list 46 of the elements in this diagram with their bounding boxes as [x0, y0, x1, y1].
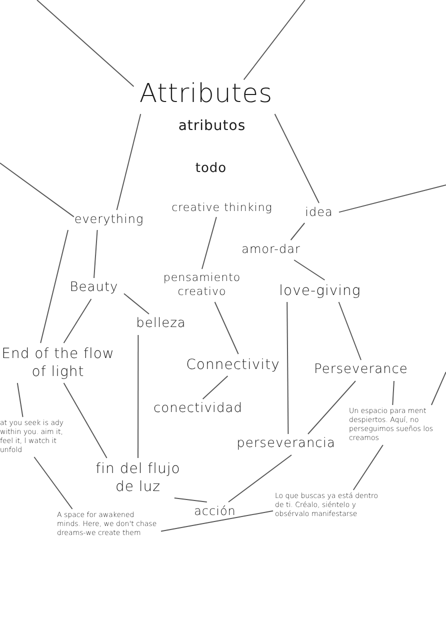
connector-line [290, 222, 306, 240]
connector-line [294, 260, 326, 280]
concept-text: atributos [177, 118, 247, 134]
connector-line [202, 216, 217, 270]
concept-text: Perseverance [306, 362, 416, 379]
concept-text: End of the flow of light [0, 345, 116, 382]
connector-line [308, 380, 356, 434]
connector-line [138, 334, 139, 458]
connector-line [0, 162, 74, 218]
connector-line [36, 0, 134, 87]
connector-line [63, 298, 92, 344]
connector-line [16, 382, 24, 418]
concept-text: fin del flujo de luz [86, 460, 190, 496]
concept-text: idea [301, 205, 337, 221]
connector-line [116, 114, 142, 210]
concept-text: amor-dar [238, 242, 304, 258]
concept-text: pensamiento creativo [138, 271, 266, 300]
connector-line [63, 382, 108, 458]
connector-line [338, 302, 362, 360]
connector-line [202, 376, 228, 400]
connector-line [34, 456, 73, 510]
title-text: Attributes [120, 78, 292, 112]
connector-line [338, 184, 446, 213]
concept-text: creative thinking [166, 201, 278, 216]
connector-line [214, 302, 239, 354]
connector-line [94, 230, 98, 278]
connector-line [430, 372, 446, 406]
concept-text: todo [194, 161, 228, 176]
connector-line [243, 0, 306, 80]
concept-text: everything [70, 212, 148, 228]
connector-line [160, 510, 274, 532]
concept-text: acción [188, 504, 242, 520]
connector-line [228, 454, 292, 502]
concept-text: Connectivity [180, 356, 286, 374]
connector-line [174, 498, 208, 502]
connector-line [352, 444, 384, 490]
connector-line [274, 114, 320, 204]
concept-text: Beauty [66, 280, 122, 297]
connector-line [40, 230, 68, 344]
concept-text: love-giving [273, 282, 367, 300]
concept-text: perseverancia [231, 436, 341, 453]
concept-text: conectividad [150, 401, 246, 418]
connector-line [286, 302, 289, 434]
concept-text: belleza [131, 316, 191, 333]
connector-line [392, 380, 394, 406]
connector-line [124, 293, 150, 314]
